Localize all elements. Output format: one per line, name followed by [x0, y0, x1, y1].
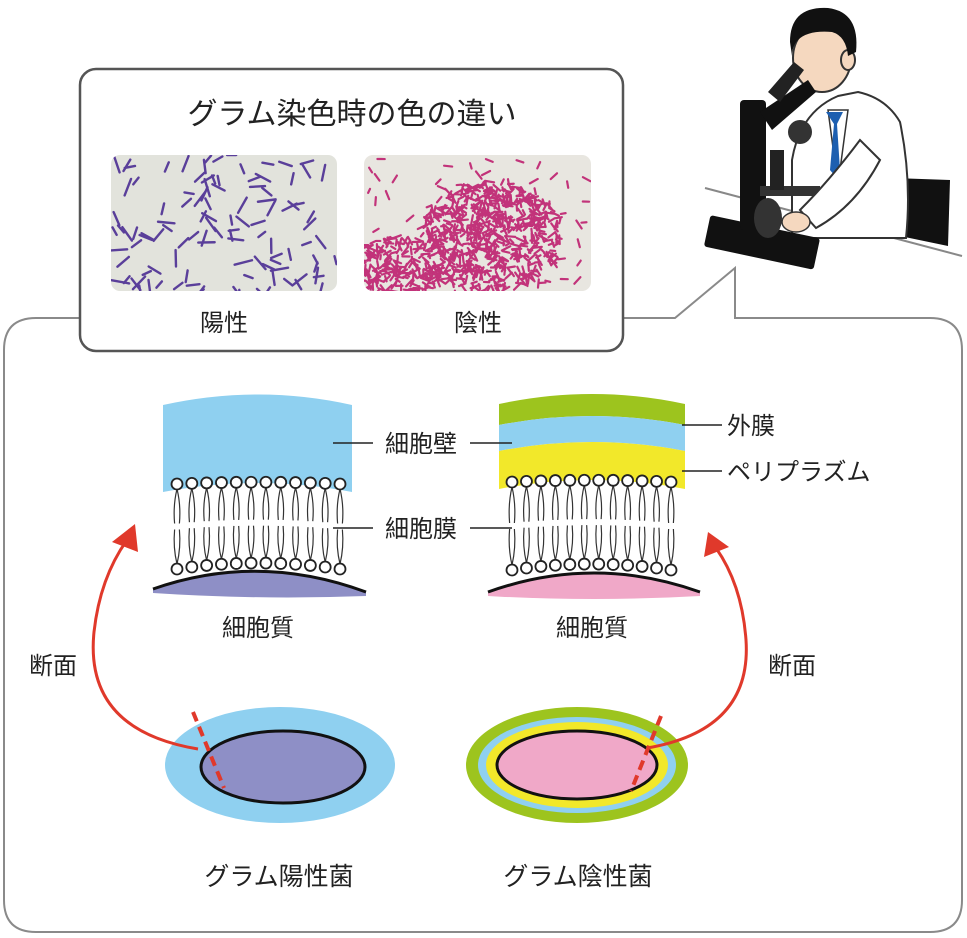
negative-cell-membrane: [505, 473, 678, 577]
gram-positive-micrograph: [111, 155, 337, 291]
labels: 細胞壁 細胞膜 外膜 ペリプラズム 細胞質 細胞質 断面 断面: [29, 412, 871, 680]
gram-positive-bacterium: [165, 707, 395, 823]
positive-cell-membrane: [170, 475, 347, 576]
gram-negative-micrograph: [364, 157, 591, 291]
negative-cytoplasm: [488, 573, 700, 599]
gram-negative-label: グラム陰性菌: [503, 862, 652, 891]
section-label-right: 断面: [768, 652, 816, 680]
positive-cross-section: [152, 394, 367, 598]
section-label-left: 断面: [29, 652, 77, 680]
micrograph-title: グラム染色時の色の違い: [187, 97, 516, 132]
cell-wall-label: 細胞壁: [385, 430, 457, 458]
arrow-left: [91, 539, 199, 751]
section-arrows: [91, 524, 748, 751]
scientist-illustration: [704, 7, 963, 270]
outer-membrane-layer: [499, 394, 685, 425]
negative-label: 陰性: [454, 309, 502, 337]
periplasm-label: ペリプラズム: [727, 458, 871, 486]
gram-negative-bacterium: [466, 707, 688, 823]
positive-label: 陽性: [200, 309, 248, 337]
cytoplasm-label-left: 細胞質: [222, 614, 294, 642]
cell-membrane-label: 細胞膜: [385, 515, 457, 543]
negative-cross-section: [487, 394, 701, 599]
positive-cell-wall: [163, 394, 352, 492]
cytoplasm-label-right: 細胞質: [556, 614, 628, 642]
outer-membrane-label: 外膜: [727, 412, 775, 440]
main-panel: [3, 265, 963, 933]
arrow-right: [646, 547, 748, 750]
negative-cell-wall: [499, 416, 685, 451]
tie-icon: [826, 112, 843, 176]
gram-positive-label: グラム陽性菌: [204, 862, 353, 891]
micrograph-box: グラム染色時の色の違い 陽性 陰性: [78, 67, 625, 353]
